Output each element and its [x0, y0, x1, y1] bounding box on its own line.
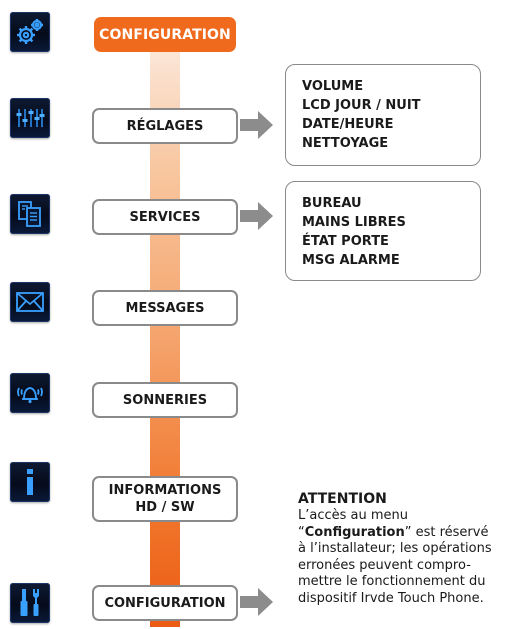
attention-line: erronées peuvent compro- — [298, 557, 471, 573]
menu-item-configuration[interactable]: CONFIGURATION — [92, 585, 238, 621]
menu-item-sublabel: HD / SW — [135, 500, 195, 515]
attention-title: ATTENTION — [298, 491, 387, 507]
reglages-submenu: VOLUME LCD JOUR / NUIT DATE/HEURE NETTOY… — [285, 64, 481, 166]
menu-item-label: CONFIGURATION — [104, 595, 226, 611]
submenu-item[interactable]: NETTOYAGE — [302, 136, 389, 151]
attention-note: ATTENTION L’accès au menu “Configuration… — [298, 490, 508, 607]
menu-item-label: SONNERIES — [122, 392, 208, 408]
arrow-right-icon — [240, 111, 273, 139]
attention-line: L’accès au menu — [298, 508, 409, 523]
attention-emphasis: Configuration — [304, 524, 405, 540]
submenu-item[interactable]: MAINS LIBRES — [302, 215, 406, 230]
tools-icon — [10, 583, 50, 623]
menu-item-reglages[interactable]: RÉGLAGES — [92, 108, 238, 144]
submenu-item[interactable]: DATE/HEURE — [302, 117, 394, 132]
documents-icon — [10, 194, 50, 234]
flow-spine — [150, 52, 180, 627]
submenu-item[interactable]: MSG ALARME — [302, 253, 400, 268]
menu-item-label: INFORMATIONS — [108, 483, 222, 498]
menu-item-services[interactable]: SERVICES — [92, 199, 238, 235]
submenu-item[interactable]: ÉTAT PORTE — [302, 234, 389, 249]
mixer-sliders-icon — [10, 98, 50, 138]
arrow-right-icon — [240, 588, 273, 616]
configuration-header: CONFIGURATION — [94, 17, 236, 52]
bell-ringing-icon — [10, 373, 50, 413]
gears-icon — [10, 12, 50, 52]
submenu-item[interactable]: BUREAU — [302, 196, 362, 211]
menu-item-label: MESSAGES — [125, 300, 205, 316]
attention-line: mettre le fonctionnement du — [298, 574, 486, 589]
menu-item-informations[interactable]: INFORMATIONS HD / SW — [92, 476, 238, 522]
menu-item-messages[interactable]: MESSAGES — [92, 290, 238, 326]
services-submenu: BUREAU MAINS LIBRES ÉTAT PORTE MSG ALARM… — [285, 181, 481, 281]
menu-item-label: RÉGLAGES — [126, 118, 204, 134]
info-icon — [10, 462, 50, 502]
attention-line: “Configuration” est réservé — [298, 524, 489, 540]
arrow-right-icon — [240, 202, 273, 230]
attention-line: dispositif Irvde Touch Phone. — [298, 590, 484, 606]
attention-line: à l’installateur; les opérations — [298, 541, 492, 556]
envelope-icon — [10, 282, 50, 322]
menu-item-sonneries[interactable]: SONNERIES — [92, 382, 238, 418]
submenu-item[interactable]: VOLUME — [302, 79, 364, 94]
menu-item-label: SERVICES — [129, 209, 201, 225]
submenu-item[interactable]: LCD JOUR / NUIT — [302, 98, 421, 113]
